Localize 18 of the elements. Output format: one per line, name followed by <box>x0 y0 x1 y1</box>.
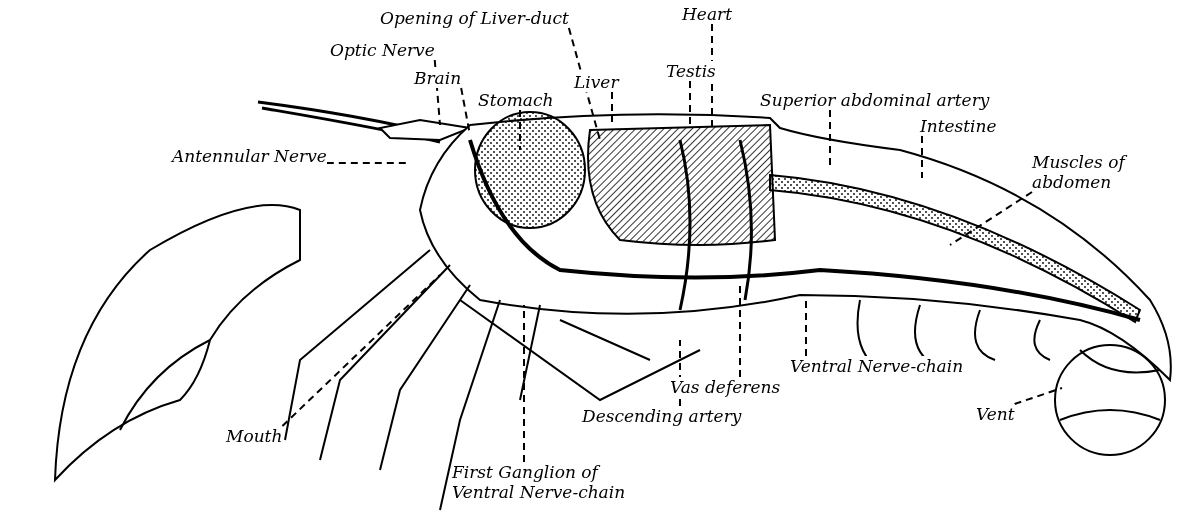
leader-line <box>921 135 923 179</box>
part-label: Testis <box>666 61 716 81</box>
leader-line <box>739 284 741 378</box>
leader-line <box>281 274 441 427</box>
leader-line <box>1013 387 1063 405</box>
part-label: Opening of Liver-duct <box>380 8 569 28</box>
part-label: Descending artery <box>582 406 742 426</box>
leader-line <box>433 59 441 126</box>
leader-line <box>949 191 1033 246</box>
part-label: Superior abdominal artery <box>760 90 990 110</box>
leader-line <box>567 27 601 141</box>
leader-line <box>829 109 831 166</box>
part-label: Antennular Nerve <box>172 146 327 166</box>
part-label: Liver <box>574 72 619 92</box>
leader-line <box>523 304 525 463</box>
part-label: Vas deferens <box>670 377 781 397</box>
leader-line <box>711 23 713 129</box>
leader-line <box>611 91 613 123</box>
